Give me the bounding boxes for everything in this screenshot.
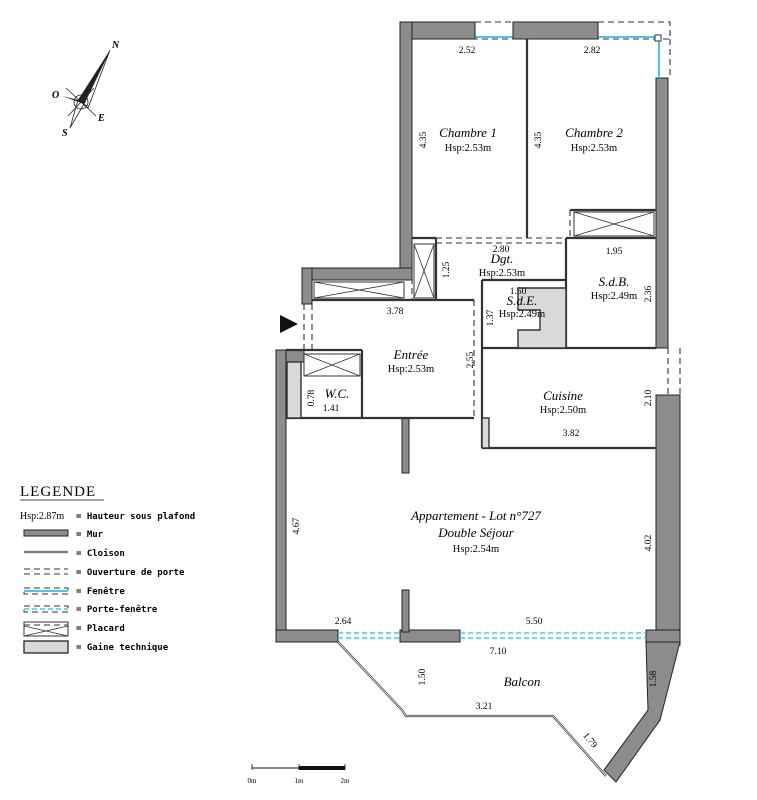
room-label-chambre2: Chambre 2 xyxy=(565,125,623,140)
room-label-sdb: S.d.B. xyxy=(599,274,630,289)
wall-top-mid xyxy=(512,21,599,40)
wall-balcony-right xyxy=(603,641,681,783)
entrance-arrow-icon xyxy=(280,315,298,333)
hsp-sde: Hsp:2.49m xyxy=(499,309,545,320)
room-label-balcon: Balcon xyxy=(504,674,541,689)
legend-title: LEGENDE xyxy=(20,484,96,500)
apartment-title: Appartement - Lot n°727 xyxy=(410,508,541,523)
corner-post xyxy=(654,34,662,42)
wall-bottom-right xyxy=(645,629,681,643)
dim-balcon-depth-left: 1.50 xyxy=(418,668,428,685)
dim-sejour-left-width: 2.64 xyxy=(335,617,352,627)
dim-sejour-total-width: 7.10 xyxy=(490,647,507,657)
wall-right-upper xyxy=(655,77,669,349)
room-label-sde: S.d.E. xyxy=(507,293,538,308)
compass-s: S xyxy=(62,128,68,139)
dim-sdb-depth: 2.36 xyxy=(644,285,654,302)
dim-balcon-depth-right: 1.58 xyxy=(649,670,659,687)
legend-label-ouverture: = Ouverture de porte xyxy=(76,568,185,578)
balcony-railing-inner xyxy=(337,641,607,777)
room-label-cuisine: Cuisine xyxy=(543,388,583,403)
hsp-entree: Hsp:2.53m xyxy=(388,364,434,375)
gaine-wc xyxy=(286,361,302,419)
wall-step-top xyxy=(301,267,413,281)
hsp-chambre1: Hsp:2.53m xyxy=(445,143,491,154)
legend-label-gaine: = Gaine technique xyxy=(76,642,169,653)
legend: LEGENDE Hsp:2.87m = Hauteur sous plafond… xyxy=(20,484,195,654)
legend-label-fenetre: = Fenêtre xyxy=(76,586,125,597)
dim-balcon-diag: 1.79 xyxy=(580,731,599,750)
dim-balcon-width: 3.21 xyxy=(476,702,493,712)
room-label-chambre1: Chambre 1 xyxy=(439,125,497,140)
dim-sde-width: 1.50 xyxy=(510,287,527,297)
scale-label-1: 1m xyxy=(295,777,305,785)
wall-step-left xyxy=(301,267,313,305)
wall-right-lower xyxy=(655,394,681,646)
hsp-cuisine: Hsp:2.50m xyxy=(540,405,586,416)
legend-swatch-porte-fenetre xyxy=(23,605,69,613)
legend-label-cloison: = Cloison xyxy=(76,548,125,559)
closets xyxy=(303,211,655,377)
dim-entree-width: 3.78 xyxy=(387,307,404,317)
legend-swatch-mur xyxy=(23,529,69,537)
compass-e: E xyxy=(97,113,105,124)
scale-label-2: 2m xyxy=(341,777,351,785)
dim-sejour-right-width: 5.50 xyxy=(526,617,543,627)
hsp-chambre2: Hsp:2.53m xyxy=(571,143,617,154)
dim-cuisine-width: 3.82 xyxy=(563,429,580,439)
dim-sejour-depth-left: 4.67 xyxy=(292,517,302,534)
gaine-sde xyxy=(517,287,567,349)
wall-stub-upper xyxy=(401,417,410,474)
wall-living-left xyxy=(275,349,287,643)
exterior-walls xyxy=(275,21,681,783)
dim-dgt-width: 2.80 xyxy=(493,245,510,255)
balcony-railing xyxy=(337,641,607,777)
legend-swatch-placard xyxy=(23,621,69,637)
legend-label-porte-fenetre: = Porte-fenêtre xyxy=(76,604,158,615)
dim-ch1-depth: 4.35 xyxy=(419,131,429,148)
room-label-wc: W.C. xyxy=(325,386,350,401)
dim-ch2-width: 2.82 xyxy=(584,46,601,56)
dim-sejour-depth-right: 4.02 xyxy=(644,534,654,551)
wall-stub-lower xyxy=(401,589,410,633)
legend-label-placard: = Placard xyxy=(76,624,125,634)
dim-wc-depth: 0.78 xyxy=(307,389,317,406)
door-openings xyxy=(303,210,571,418)
compass-o: O xyxy=(52,90,59,101)
wall-bottom-mid xyxy=(399,629,461,643)
room-label-dgt: Dgt. xyxy=(490,251,514,266)
compass-n: N xyxy=(111,40,120,51)
dim-sdb-width: 1.95 xyxy=(606,247,623,257)
legend-hsp-key: Hsp:2.87m xyxy=(20,511,64,522)
legend-swatch-gaine xyxy=(23,640,69,654)
scale-bar: 0m 1m 2m xyxy=(248,764,351,785)
legend-label-mur: = Mur xyxy=(76,530,104,540)
hsp-sejour: Hsp:2.54m xyxy=(453,544,499,555)
dimensions: 2.52 2.82 4.35 4.35 2.80 1.25 1.95 2.36 … xyxy=(292,46,659,750)
wall-bedroom-left xyxy=(399,21,413,273)
dim-entree-depth: 2.55 xyxy=(466,351,476,368)
scale-label-0: 0m xyxy=(248,777,258,785)
dim-ch2-depth: 4.35 xyxy=(534,131,544,148)
compass-rose-icon: N S E O xyxy=(52,40,120,139)
room-label-sejour: Double Séjour xyxy=(437,525,514,540)
dim-cuisine-depth: 2.10 xyxy=(644,389,654,406)
wall-bottom-left xyxy=(275,629,339,643)
legend-hsp-desc: = Hauteur sous plafond xyxy=(76,512,195,522)
room-label-entree: Entrée xyxy=(393,347,429,362)
dim-wc-width: 1.41 xyxy=(323,404,340,414)
gaine-cuisine xyxy=(481,417,490,449)
dim-dgt-depth: 1.25 xyxy=(442,261,452,278)
windows xyxy=(338,36,660,639)
dim-sde-depth: 1.37 xyxy=(486,309,496,326)
dim-ch1-width: 2.52 xyxy=(459,46,476,56)
hsp-dgt: Hsp:2.53m xyxy=(479,268,525,279)
hsp-sdb: Hsp:2.49m xyxy=(591,291,637,302)
